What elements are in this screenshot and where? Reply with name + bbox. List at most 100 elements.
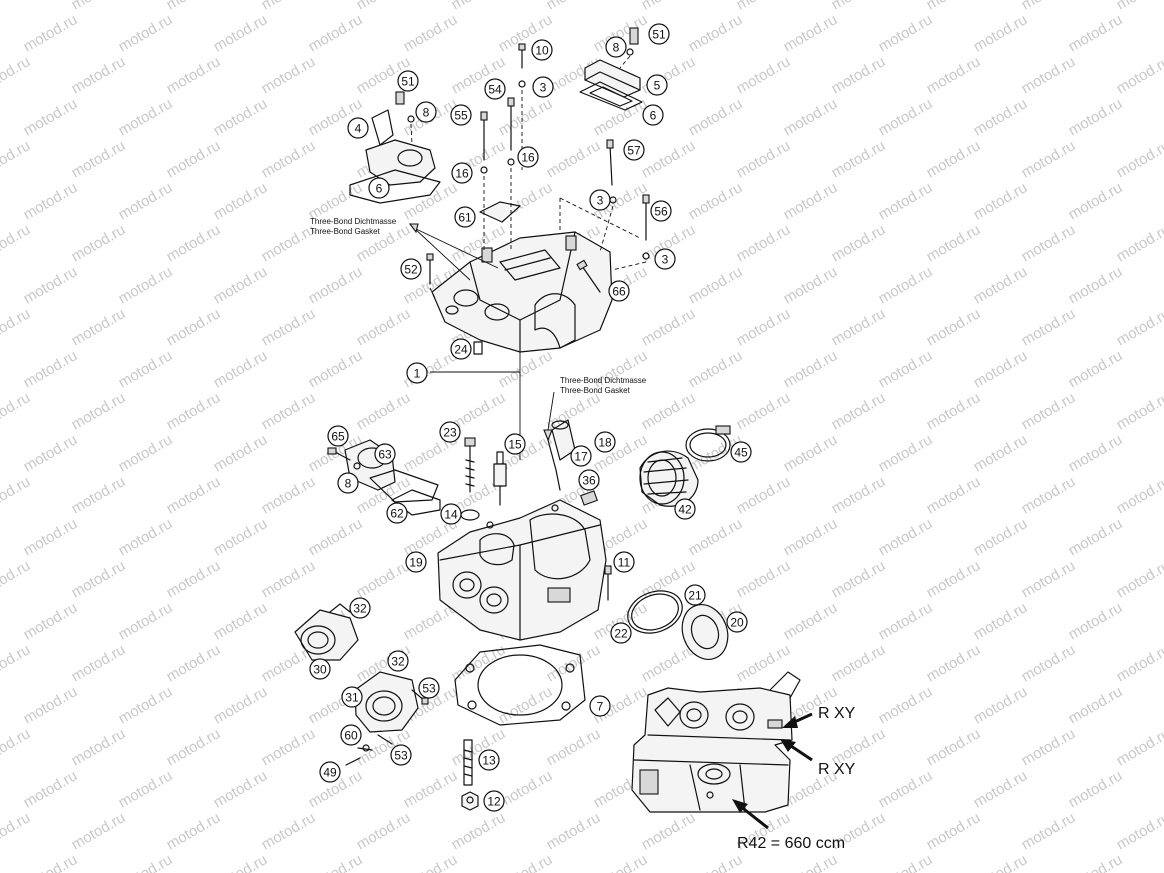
- callout-55: 55: [450, 104, 472, 126]
- callout-number: 51: [401, 75, 415, 89]
- callout-number: 49: [323, 766, 337, 780]
- callout-14: 14: [440, 503, 462, 525]
- watermark-text: motod.ru: [829, 641, 889, 685]
- watermark-text: motod.ru: [639, 305, 699, 349]
- watermark-text: motod.ru: [0, 0, 33, 13]
- callout-23: 23: [439, 421, 461, 443]
- inset-label-upper: R XY: [818, 705, 856, 722]
- cylinder-head-assembly: [294, 352, 731, 811]
- gasket-note-middle-line2: Three-Bond Gasket: [560, 386, 631, 395]
- watermark-text: motod.ru: [21, 683, 81, 727]
- watermark-text: motod.ru: [876, 683, 936, 727]
- gasket-note-top-line1: Three-Bond Dichtmasse: [310, 217, 397, 226]
- callout-circle: [415, 101, 437, 123]
- watermark-text: motod.ru: [639, 53, 699, 97]
- callout-circle: [368, 177, 390, 199]
- callout-circle: [589, 189, 611, 211]
- callout-30: 30: [309, 658, 331, 680]
- watermark-text: motod.ru: [686, 851, 746, 873]
- callout-circle: [450, 338, 472, 360]
- callout-number: 45: [734, 446, 748, 460]
- callout-number: 66: [612, 285, 626, 299]
- callout-number: 53: [422, 682, 436, 696]
- watermark-text: motod.ru: [1114, 305, 1164, 349]
- callout-number: 65: [331, 430, 345, 444]
- watermark-text: motod.ru: [734, 221, 794, 265]
- watermark-text: motod.ru: [0, 809, 33, 853]
- watermark-text: motod.ru: [829, 305, 889, 349]
- watermark-text: motod.ru: [781, 431, 841, 475]
- watermark-text: motod.ru: [971, 851, 1031, 873]
- watermark-text: motod.ru: [21, 431, 81, 475]
- callout-circle: [605, 36, 627, 58]
- callout-number: 55: [454, 109, 468, 123]
- callout-19: 19: [405, 551, 427, 573]
- watermark-text: motod.ru: [259, 389, 319, 433]
- callout-3: 3: [589, 189, 611, 211]
- watermark-text: motod.ru: [0, 305, 33, 349]
- callout-circle: [386, 502, 408, 524]
- watermark-text: motod.ru: [734, 53, 794, 97]
- callout-circle: [439, 421, 461, 443]
- callout-number: 54: [488, 83, 502, 97]
- callout-number: 6: [650, 109, 657, 123]
- callout-number: 22: [614, 627, 628, 641]
- watermark-text: motod.ru: [924, 305, 984, 349]
- callout-31: 31: [341, 686, 363, 708]
- watermark-text: motod.ru: [734, 137, 794, 181]
- watermark-text: motod.ru: [876, 599, 936, 643]
- callout-circle: [650, 200, 672, 222]
- callout-number: 63: [378, 448, 392, 462]
- watermark-text: motod.ru: [354, 305, 414, 349]
- watermark-text: motod.ru: [69, 641, 129, 685]
- watermark-text: motod.ru: [259, 809, 319, 853]
- watermark-text: motod.ru: [0, 473, 33, 517]
- watermark-text: motod.ru: [686, 11, 746, 55]
- watermark-text: motod.ru: [686, 95, 746, 139]
- callout-circle: [400, 258, 422, 280]
- watermark-text: motod.ru: [924, 389, 984, 433]
- watermark-text: motod.ru: [306, 11, 366, 55]
- watermark-text: motod.ru: [544, 809, 604, 853]
- watermark-text: motod.ru: [0, 389, 33, 433]
- watermark-text: motod.ru: [211, 347, 271, 391]
- watermark-text: motod.ru: [21, 767, 81, 811]
- watermark-text: motod.ru: [354, 557, 414, 601]
- callout-number: 23: [443, 426, 457, 440]
- callout-number: 6: [376, 182, 383, 196]
- watermark-text: motod.ru: [1114, 389, 1164, 433]
- watermark-text: motod.ru: [734, 557, 794, 601]
- callout-number: 1: [414, 367, 421, 381]
- watermark-text: motod.ru: [69, 557, 129, 601]
- watermark-text: motod.ru: [116, 851, 176, 873]
- callout-42: 42: [674, 498, 696, 520]
- callout-number: 30: [313, 663, 327, 677]
- watermark-text: motod.ru: [829, 221, 889, 265]
- callout-circle: [454, 206, 476, 228]
- callout-circle: [517, 146, 539, 168]
- callout-number: 4: [355, 122, 362, 136]
- watermark-text: motod.ru: [0, 221, 33, 265]
- callout-circle: [484, 78, 506, 100]
- watermark-text: motod.ru: [1019, 641, 1079, 685]
- watermark-text: motod.ru: [496, 95, 556, 139]
- watermark-text: motod.ru: [496, 347, 556, 391]
- watermark-text: motod.ru: [0, 725, 33, 769]
- watermark-text: motod.ru: [69, 0, 129, 13]
- callout-circle: [451, 162, 473, 184]
- watermark-text: motod.ru: [116, 11, 176, 55]
- callout-number: 7: [597, 700, 604, 714]
- watermark-text: motod.ru: [1019, 389, 1079, 433]
- callout-20: 20: [726, 611, 748, 633]
- watermark-text: motod.ru: [496, 767, 556, 811]
- watermark-text: motod.ru: [971, 263, 1031, 307]
- inset-label-displacement: R42 = 660 ccm: [737, 835, 845, 852]
- callout-16: 16: [451, 162, 473, 184]
- watermark-text: motod.ru: [21, 515, 81, 559]
- watermark-text: motod.ru: [1066, 11, 1126, 55]
- watermark-text: motod.ru: [734, 473, 794, 517]
- watermark-text: motod.ru: [1019, 725, 1079, 769]
- callout-5: 5: [646, 74, 668, 96]
- watermark-text: motod.ru: [259, 557, 319, 601]
- callout-57: 57: [623, 139, 645, 161]
